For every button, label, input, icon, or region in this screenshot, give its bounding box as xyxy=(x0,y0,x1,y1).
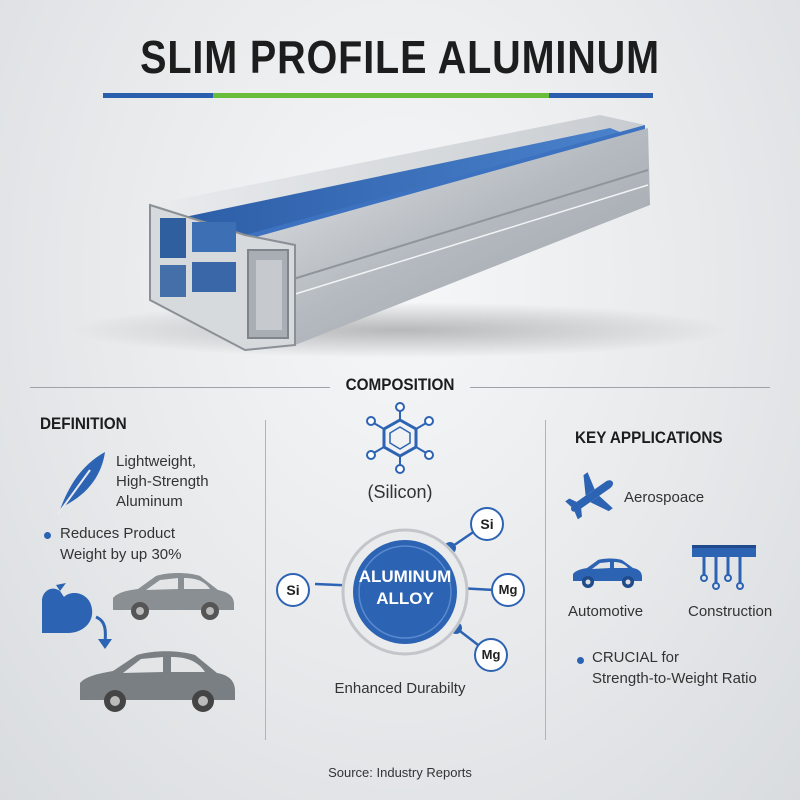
arm-muscle-icon xyxy=(42,583,93,633)
page-title: SLIM PROFILE ALUMINUM xyxy=(140,31,660,83)
car-icon xyxy=(80,651,235,712)
element-si-right: Si xyxy=(470,507,504,541)
silicon-caption: (Silicon) xyxy=(367,482,433,502)
airplane-icon xyxy=(565,472,614,520)
source-note: Source: Industry Reports xyxy=(328,765,472,780)
app-construction-label: Construction xyxy=(688,603,773,620)
element-mg-lower: Mg xyxy=(474,638,508,672)
aluminum-profile-icon xyxy=(70,115,730,358)
feather-icon xyxy=(57,452,105,515)
column-divider-right xyxy=(545,420,546,740)
applications-bullet-line1: CRUCIAL for xyxy=(592,649,679,666)
alloy-label-line2: ALLOY xyxy=(376,589,434,608)
bullet-icon xyxy=(577,657,584,664)
molecule-icon xyxy=(366,402,434,474)
definition-text-line1: Lightweight, xyxy=(116,453,197,470)
car-icon xyxy=(113,573,234,620)
definition-heading: DEFINITION xyxy=(40,414,127,433)
definition-bullet-line1: Reduces Product xyxy=(60,525,176,542)
beam-structure-icon xyxy=(692,545,756,590)
title-underline xyxy=(103,93,653,98)
section-divider-right xyxy=(470,387,770,388)
definition-bullet-line2: Weight by up 30% xyxy=(60,546,182,563)
applications-heading: KEY APPLICATIONS xyxy=(575,428,723,447)
app-aerospace-label: Aerospoace xyxy=(624,489,705,506)
composition-caption: Enhanced Durabilty xyxy=(334,680,466,697)
definition-text-line3: Aluminum xyxy=(116,493,183,510)
applications-bullet-line2: Strength-to-Weight Ratio xyxy=(592,670,757,687)
alloy-label-line1: ALUMINUM xyxy=(358,567,452,586)
composition-heading: COMPOSITION xyxy=(345,375,455,394)
car-icon xyxy=(573,558,642,588)
bullet-icon xyxy=(44,532,51,539)
section-divider-left xyxy=(30,387,330,388)
element-mg-right: Mg xyxy=(491,573,525,607)
arrow-down-icon xyxy=(95,615,112,649)
element-si-left: Si xyxy=(276,573,310,607)
app-automotive-label: Automotive xyxy=(568,603,644,620)
column-divider-left xyxy=(265,420,266,740)
definition-text-line2: High-Strength xyxy=(116,473,209,490)
